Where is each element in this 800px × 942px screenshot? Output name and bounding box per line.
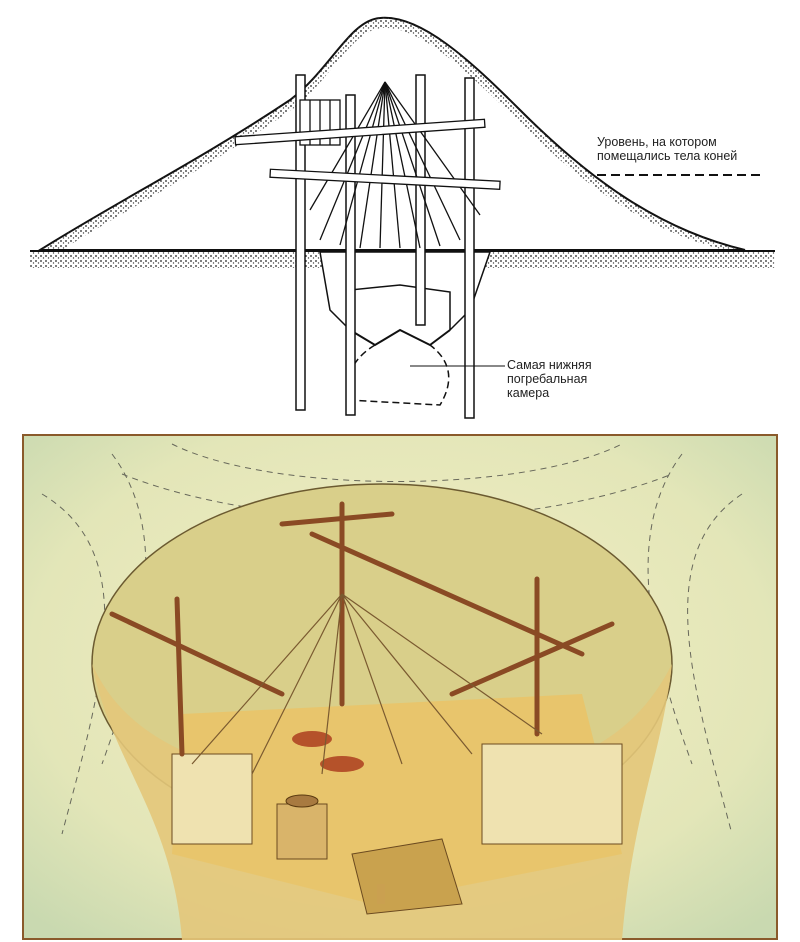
- stone-block: [276, 803, 328, 860]
- horse-level-label-line: Уровень, на котором: [597, 135, 717, 149]
- lowest-chamber-outline: [346, 344, 450, 406]
- horse-level-label: Уровень, на котором помещались тела коне…: [597, 135, 737, 163]
- kurgan-cross-section-drawing: [30, 16, 775, 419]
- lowest-chamber-label-line: Самая нижняя: [507, 358, 592, 372]
- kurgan-interior-painting: [22, 434, 778, 940]
- horse-level-label-line: помещались тела коней: [597, 149, 738, 163]
- lowest-chamber-label-line: камера: [507, 386, 550, 400]
- lowest-chamber-label-line: погребальная: [507, 372, 588, 386]
- lowest-chamber-label: Самая нижняя погребальная камера: [507, 358, 592, 400]
